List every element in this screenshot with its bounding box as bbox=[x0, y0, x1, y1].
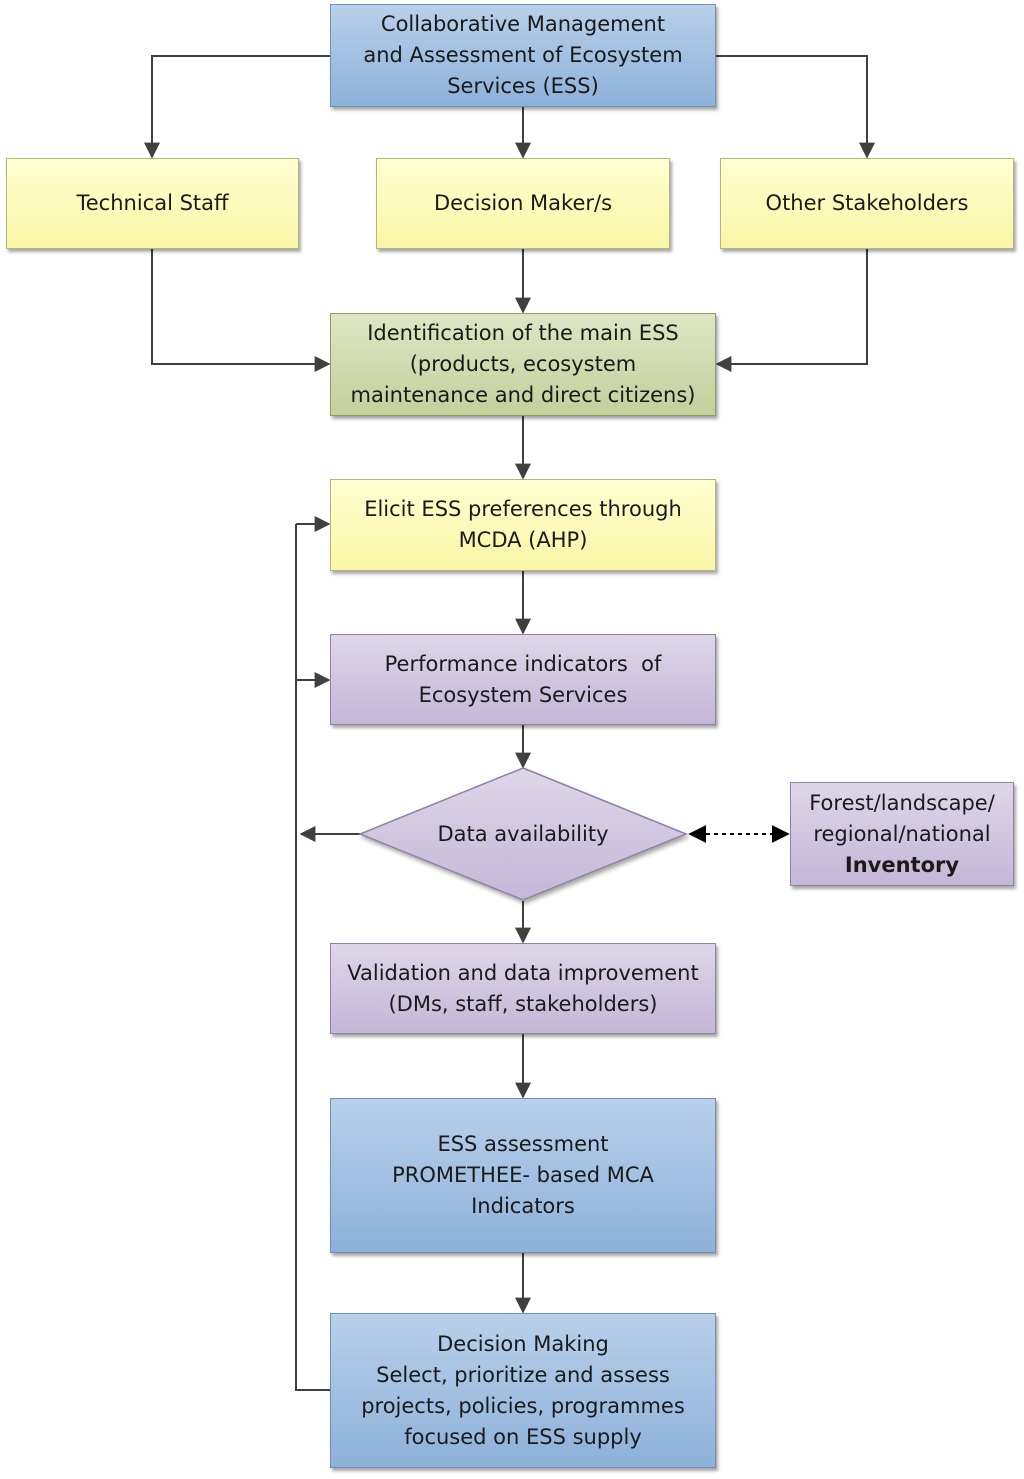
node-performance-indicators: Performance indicators of Ecosystem Serv… bbox=[330, 634, 716, 725]
node-text-line: focused on ESS supply bbox=[404, 1424, 642, 1449]
node-collaborative-management: Collaborative Management and Assessment … bbox=[330, 4, 716, 107]
node-text-line: Elicit ESS preferences through bbox=[364, 497, 682, 521]
node-text-line: Decision Maker/s bbox=[433, 191, 613, 215]
node-text-line-bold: Inventory bbox=[844, 852, 960, 877]
node-text-line: Other Stakeholders bbox=[765, 191, 969, 215]
node-text-line: Validation and data improvement bbox=[347, 960, 699, 985]
node-text-line: (products, ecosystem bbox=[409, 352, 637, 376]
node-text-line: Select, prioritize and assess bbox=[376, 1362, 670, 1387]
data-availability-label: Data availability bbox=[400, 814, 646, 854]
node-elicit-ess-preferences: Elicit ESS preferences through MCDA (AHP… bbox=[330, 479, 716, 571]
connector-top-to-other-stakeholders bbox=[716, 55, 875, 159]
node-text-line: Identification of the main ESS bbox=[367, 321, 679, 345]
node-text-line: regional/national bbox=[813, 821, 991, 846]
node-technical-staff: Technical Staff bbox=[6, 158, 299, 249]
node-text-line: Services (ESS) bbox=[447, 74, 599, 98]
connector-top-to-technical-staff bbox=[144, 55, 330, 159]
node-identification-main-ess: Identification of the main ESS (products… bbox=[330, 313, 716, 416]
connector-feedback-loop-vertical bbox=[295, 524, 330, 1391]
node-decision-making: Decision Making Select, prioritize and a… bbox=[330, 1313, 716, 1468]
node-text-line: Ecosystem Services bbox=[418, 682, 628, 707]
node-ess-assessment: ESS assessment PROMETHEE- based MCA Indi… bbox=[330, 1098, 716, 1253]
node-validation-data-improvement: Validation and data improvement (DMs, st… bbox=[330, 943, 716, 1034]
node-text-line: Forest/landscape/ bbox=[809, 790, 995, 815]
data-availability-diamond bbox=[358, 767, 688, 901]
connector-other-stakeholders-to-identification bbox=[715, 249, 868, 372]
connector-technical-staff-to-identification bbox=[151, 249, 331, 372]
node-text-line: Technical Staff bbox=[76, 191, 229, 215]
node-text-line: and Assessment of Ecosystem bbox=[363, 43, 683, 67]
node-text-line: (DMs, staff, stakeholders) bbox=[388, 991, 658, 1016]
node-text-line: PROMETHEE- based MCA bbox=[392, 1163, 654, 1187]
node-text-line: Collaborative Management bbox=[380, 12, 666, 36]
node-decision-makers: Decision Maker/s bbox=[376, 158, 670, 249]
node-other-stakeholders: Other Stakeholders bbox=[720, 158, 1014, 249]
node-text-line: Performance indicators of bbox=[384, 651, 662, 676]
node-text-line: maintenance and direct citizens) bbox=[350, 383, 696, 407]
node-text-line: Decision Making bbox=[437, 1331, 609, 1356]
node-text-line: Indicators bbox=[471, 1194, 575, 1218]
node-text-line: projects, policies, programmes bbox=[361, 1393, 685, 1418]
node-text-line: Data availability bbox=[437, 822, 609, 846]
node-text-line: ESS assessment bbox=[437, 1132, 609, 1156]
node-inventory: Forest/landscape/ regional/national Inve… bbox=[790, 782, 1014, 886]
node-text-line: MCDA (AHP) bbox=[458, 528, 588, 552]
